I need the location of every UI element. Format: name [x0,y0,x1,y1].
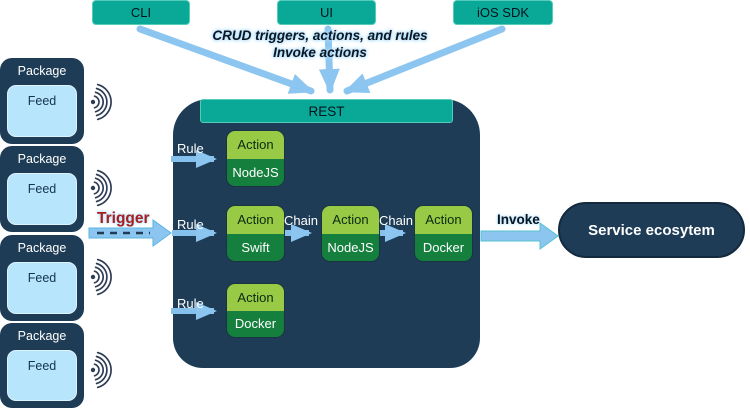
action-runtime: NodeJS [322,233,379,261]
action-runtime: NodeJS [227,158,284,186]
invoke-label: Invoke [497,212,540,227]
crud-annotation-line1: CRUD triggers, actions, and rules [212,28,428,43]
feed-box: Feed [7,173,77,225]
feed-box: Feed [7,85,77,137]
crud-annotation-line2: Invoke actions [273,45,367,60]
chain-label-2: Chain [379,213,413,228]
action-runtime: Docker [227,310,284,337]
action-runtime: Swift [227,233,284,261]
action-label: Action [415,206,472,234]
package-title: Package [17,64,67,78]
feed-box: Feed [7,262,77,314]
feed-signal-icon [90,83,112,121]
action-box-docker: Action Docker [415,206,472,261]
rest-api-bar: REST [200,99,453,123]
client-box-cli: CLI [92,0,190,25]
rule-label-3: Rule [177,296,204,311]
rule-label-1: Rule [177,141,204,156]
action-runtime: Docker [415,233,472,261]
action-label: Action [322,206,379,234]
action-label: Action [227,131,284,159]
action-label: Action [227,284,284,311]
feed-signal-icon [90,351,112,389]
package-title: Package [17,241,67,255]
client-box-ios-sdk: iOS SDK [453,0,553,25]
action-box-swift: Action Swift [227,206,284,261]
action-box-nodejs-2: Action NodeJS [322,206,379,261]
action-box-nodejs: Action NodeJS [227,131,284,186]
feed-signal-icon [90,169,112,207]
package-title: Package [17,152,67,166]
action-label: Action [227,206,284,234]
crud-annotation: CRUD triggers, actions, and rules Invoke… [150,27,490,61]
package-box: Package Feed [0,58,84,144]
feed-box: Feed [7,350,77,401]
chain-label-1: Chain [284,213,318,228]
rule-label-2: Rule [177,217,204,232]
package-title: Package [17,329,67,343]
package-box: Package Feed [0,146,84,232]
package-box: Package Feed [0,235,84,321]
service-ecosystem-box: Service ecosytem [558,202,745,258]
package-box: Package Feed [0,323,84,408]
client-box-ui: UI [277,0,376,25]
feed-signal-icon [90,258,112,296]
trigger-label: Trigger [97,210,150,227]
action-box-docker-2: Action Docker [227,284,284,337]
